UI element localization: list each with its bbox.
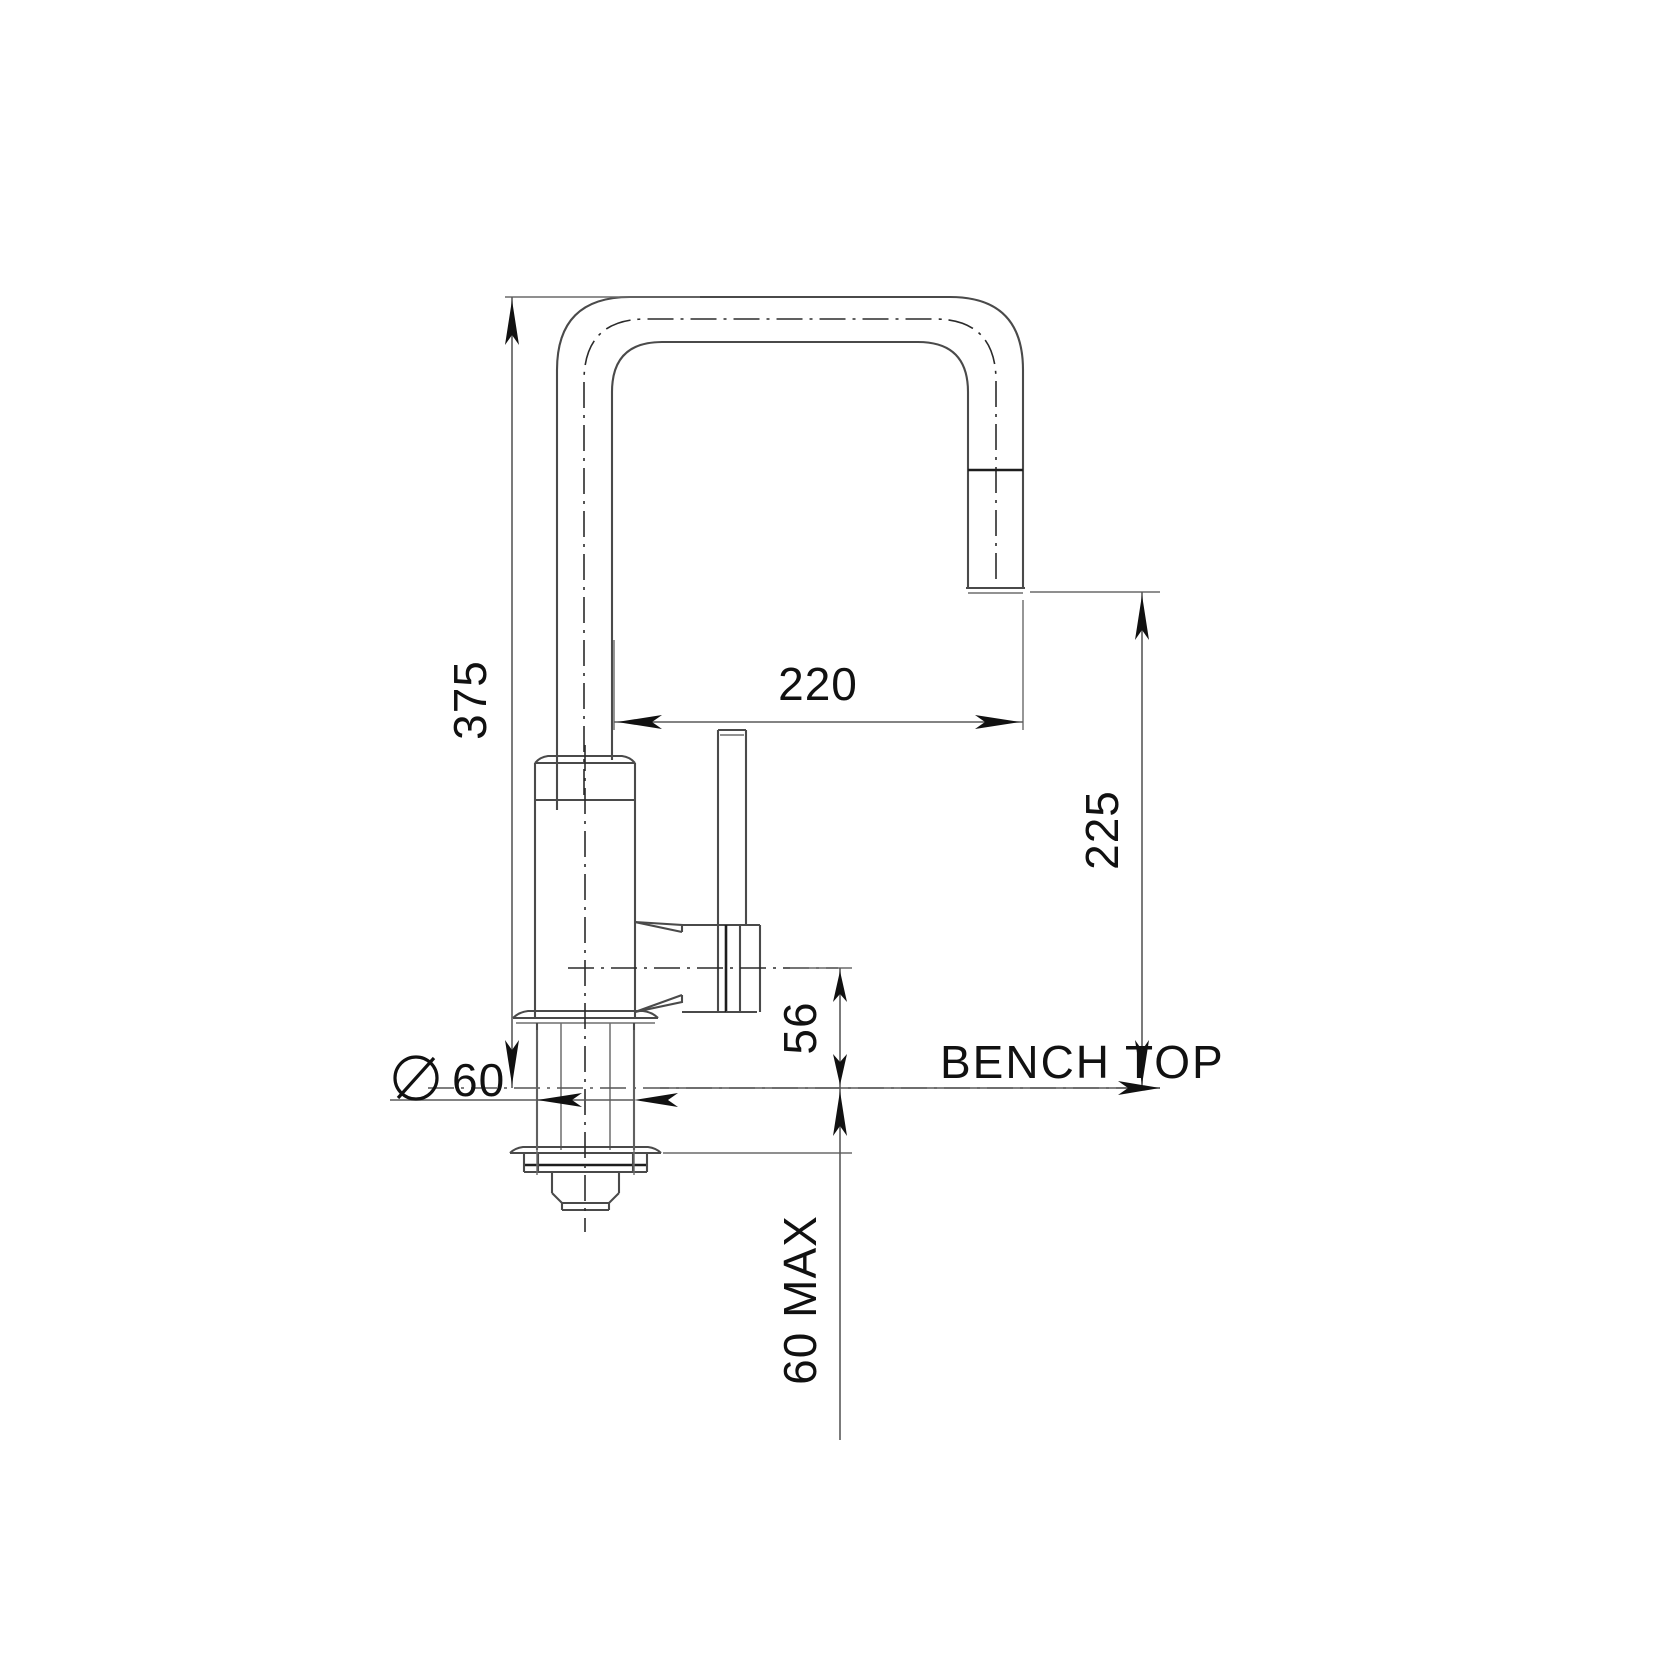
dimension-225: 225 <box>1030 591 1160 1088</box>
bench-top-label: BENCH TOP <box>940 1036 1225 1095</box>
dimension-60-max: 60 MAX <box>663 1088 852 1440</box>
dimension-220: 220 <box>613 600 1024 730</box>
dimension-375-text: 375 <box>444 660 496 740</box>
spout-centerline <box>583 318 997 795</box>
dimension-60-max-text: 60 MAX <box>774 1215 826 1385</box>
dimension-diameter-60-text: 60 <box>452 1054 505 1106</box>
tap-handle <box>634 728 762 1014</box>
diameter-symbol-icon <box>393 1055 439 1101</box>
spout-outline <box>555 295 1025 810</box>
dimension-375: 375 <box>444 296 700 1088</box>
bench-top-label-text: BENCH TOP <box>940 1036 1225 1088</box>
dimension-225-text: 225 <box>1076 790 1128 870</box>
dimension-diameter-60: 60 <box>390 1030 678 1175</box>
spout-outlet <box>966 468 1025 594</box>
dimension-56: 56 <box>774 967 852 1088</box>
mounting-shank <box>535 1023 636 1150</box>
dimension-220-text: 220 <box>778 658 858 710</box>
dimension-56-text: 56 <box>774 1001 826 1054</box>
